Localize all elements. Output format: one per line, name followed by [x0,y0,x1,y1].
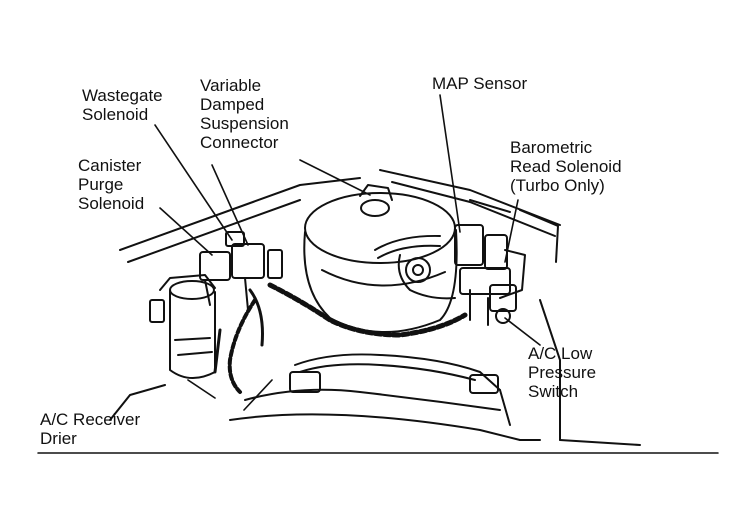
label-ac-low-pressure-switch: A/C Low Pressure Switch [528,344,596,401]
label-line: Solenoid [82,105,149,124]
left-solenoid-cluster [199,231,283,311]
label-line: (Turbo Only) [510,176,605,195]
label-line: Variable [200,76,262,95]
misc-lines [109,299,641,446]
label-line: Switch [528,382,579,401]
fender-panels [119,169,561,263]
label-line: Damped [200,95,265,114]
label-variable-damped-suspension-connector: Variable Damped Suspension Connector [200,76,289,152]
label-line: A/C Receiver [40,410,141,429]
label-line: Pressure [528,363,597,382]
label-barometric-read-solenoid: Barometric Read Solenoid (Turbo Only) [510,138,622,195]
label-line: Barometric [510,138,593,157]
label-line: Canister [78,156,142,175]
ac-receiver-drier [149,274,216,379]
label-line: A/C Low [528,344,593,363]
label-line: Drier [40,429,77,448]
label-map-sensor: MAP Sensor [432,74,527,93]
label-line: Wastegate [82,86,163,105]
label-line: Purge [78,175,124,194]
label-line: Read Solenoid [510,157,622,176]
label-line: Solenoid [78,194,145,213]
label-line: Connector [200,133,279,152]
wiring-harness [213,282,468,394]
intake-hoses [374,234,456,300]
label-wastegate-solenoid: Wastegate Solenoid [82,86,163,124]
valve-cover [229,353,541,441]
air-cleaner-housing [303,184,458,333]
label-line: Suspension [200,114,289,133]
label-ac-receiver-drier: A/C Receiver Drier [40,410,140,448]
label-line: MAP Sensor [432,74,528,93]
right-solenoid-cluster [454,224,526,326]
leader-lines [154,94,541,411]
label-canister-purge-solenoid: Canister Purge Solenoid [78,156,144,213]
